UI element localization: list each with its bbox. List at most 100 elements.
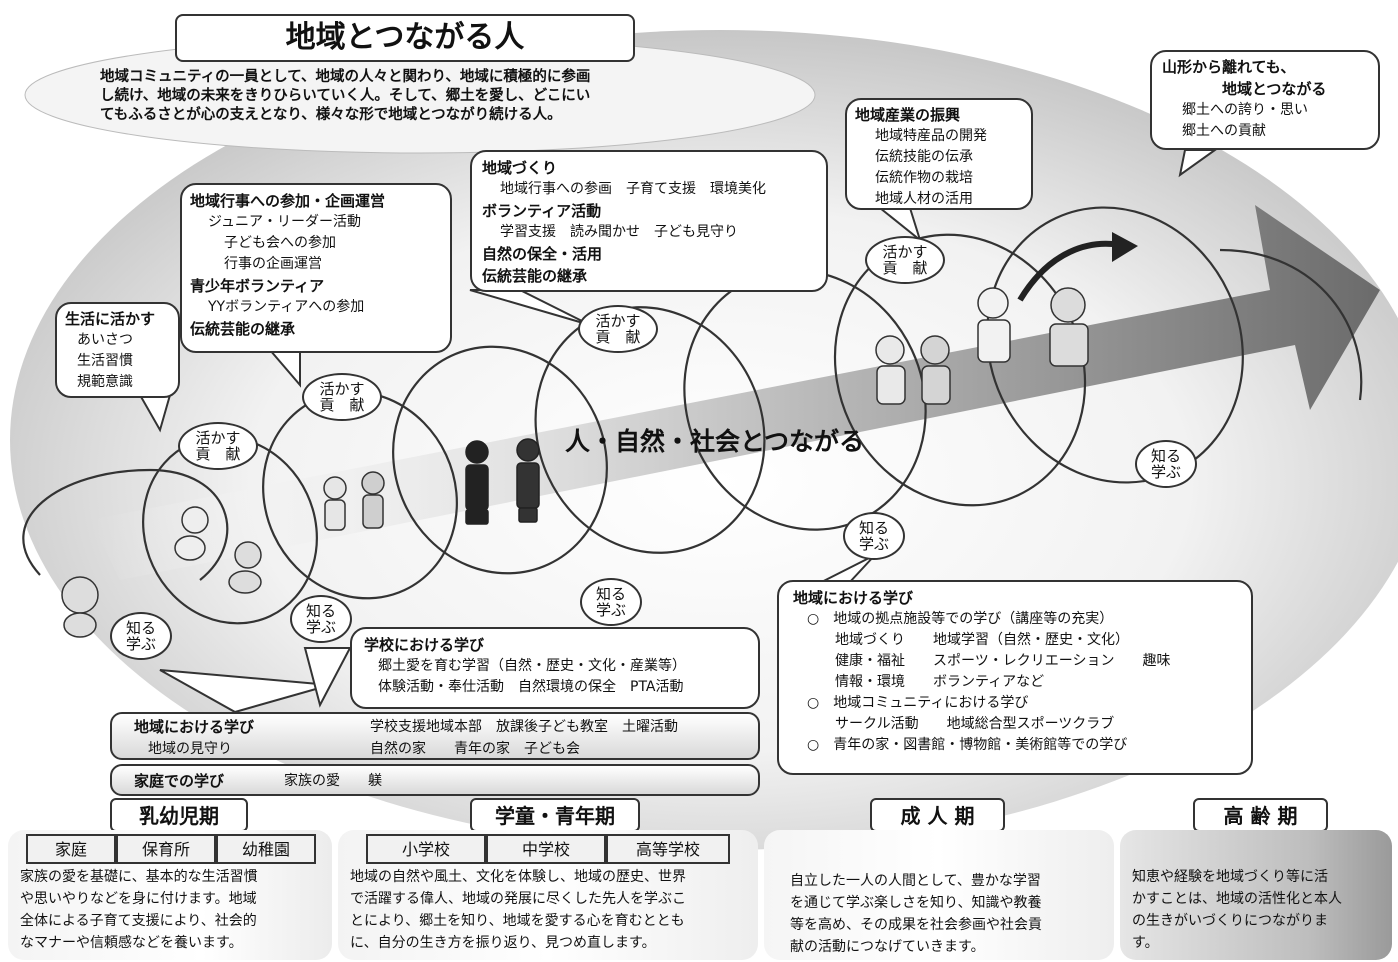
chiiki-band-right-2: 自然の家 青年の家 子ども会 [370, 741, 580, 757]
title-box: 地域とつながる人 [175, 14, 635, 62]
yamagata-tail [1178, 149, 1219, 178]
intro-line: てもふるさとが心の支えとなり、様々な形で地域とつながり続ける人。 [100, 107, 562, 123]
seikatsu-item: あいさつ [77, 332, 133, 348]
volunteer-heading: ボランティア活動 [482, 202, 602, 220]
shizen-heading: 自然の保全・活用 [482, 245, 603, 263]
chiiki-adult-item: 健康・福祉 スポーツ・レクリエーション 趣味 [807, 653, 1171, 669]
stage-text-line: 全体による子育て支援により、社会的 [20, 913, 257, 929]
katei-band-heading: 家庭での学び [134, 772, 225, 790]
shiru-pill: 知る 学ぶ [843, 512, 905, 560]
seishounen-heading: 青少年ボランティア [190, 277, 325, 295]
chiikizukuri-item: 地域行事への参画 子育て支援 環境美化 [500, 181, 766, 197]
katsukasu-label: 活かす [882, 243, 928, 261]
stage-text-line: 知恵や経験を地域づくり等に活 [1132, 869, 1328, 885]
shiru-pill: 知る 学ぶ [290, 595, 352, 643]
tab-koutougakkou: 高等学校 [606, 834, 730, 864]
center-text: 人・自然・社会とつながる [565, 427, 865, 456]
figure-student-2 [361, 471, 385, 529]
curved-arrow-head [1112, 232, 1138, 262]
intro-line: 地域コミュニティの一員として、地域の人々と関わり、地域に積極的に参画 [100, 69, 591, 85]
chiiki-band-heading: 地域における学び [134, 718, 255, 736]
chiikizukuri-bubble: 地域づくり 地域行事への参画 子育て支援 環境美化 ボランティア活動 学習支援 … [470, 150, 828, 292]
stage-text-line: なマナーや信頼感などを養います。 [20, 935, 243, 951]
shiru-pill: 知る 学ぶ [1135, 440, 1197, 488]
katei-band: 家庭での学び 家族の愛 躾 [110, 764, 760, 796]
gyouji-item: 行事の企画運営 [224, 256, 322, 272]
yamagata-heading-2: 地域とつながる [1222, 80, 1327, 98]
chiiki-adult-item: ○ 青年の家・図書館・博物館・美術館等での学び [807, 737, 1128, 753]
manabu-label: 学ぶ [595, 601, 626, 619]
stage-box-koureiki: 知恵や経験を地域づくり等に活 かすことは、地域の活性化と本人 の生きがいづくりに… [1120, 830, 1392, 960]
kouken-label: 貢 献 [319, 396, 365, 414]
yamagata-item: 郷土への誇り・思い [1182, 102, 1308, 118]
yamagata-bubble: 山形から離れても、 地域とつながる 郷土への誇り・思い 郷土への貢献 [1150, 50, 1380, 150]
stage-label-gakudou: 学童・青年期 [470, 798, 640, 832]
gyouji-bubble: 地域行事への参加・企画運営 ジュニア・リーダー活動 子ども会への参加 行事の企画… [180, 183, 452, 353]
sangyou-item: 地域人材の活用 [875, 191, 973, 207]
stage-text-line: で活躍する偉人、地域の発展に尽くした先人を学ぶこ [350, 891, 686, 907]
manabu-label: 学ぶ [1150, 463, 1181, 481]
sangyou-item: 地域特産品の開発 [875, 128, 987, 144]
stage-label-nyuuyouji: 乳幼児期 [110, 798, 248, 832]
dentou-heading: 伝統芸能の継承 [482, 267, 588, 285]
intro-text: 地域コミュニティの一員として、地域の人々と関わり、地域に積極的に参画 し続け、地… [100, 68, 590, 125]
sangyou-item: 伝統技能の伝承 [875, 149, 973, 165]
dentou-geinou-heading: 伝統芸能の継承 [190, 320, 296, 338]
chiiki-adult-bubble: 地域における学び ○ 地域の拠点施設等での学び（講座等の充実） 地域づくり 地域… [777, 580, 1253, 775]
shiru-label: 知る [125, 619, 156, 637]
stage-text-line: 自立した一人の人間として、豊かな学習 [790, 873, 1041, 889]
tab-youchien: 幼稚園 [216, 834, 316, 864]
shiru-pill: 知る 学ぶ [580, 578, 642, 626]
yamagata-heading-1: 山形から離れても、 [1162, 58, 1296, 76]
chiiki-adult-item: サークル活動 地域総合型スポーツクラブ [807, 716, 1115, 732]
seikatsu-item: 生活習慣 [77, 353, 133, 369]
sangyou-bubble: 地域産業の振興 地域特産品の開発 伝統技能の伝承 伝統作物の栽培 地域人材の活用 [845, 98, 1033, 210]
figure-adult-1 [875, 335, 906, 405]
curved-arrow [1017, 240, 1121, 302]
kouken-label: 貢 献 [195, 445, 241, 463]
gakkou-tail-1 [159, 669, 331, 714]
manabu-label: 学ぶ [125, 635, 156, 653]
manabu-label: 学ぶ [858, 535, 889, 553]
tab-hoikusho: 保育所 [116, 834, 216, 864]
shiru-label: 知る [305, 602, 336, 620]
figure-baby [61, 576, 99, 638]
stage-text-line: に、自分の生き方を振り返り、見つめ直します。 [350, 935, 656, 951]
gyouji-heading: 地域行事への参加・企画運営 [190, 192, 386, 210]
chiikizukuri-heading: 地域づくり [482, 159, 558, 177]
volunteer-item: 学習支援 読み聞かせ 子ども見守り [500, 224, 738, 240]
figure-senior-1 [977, 287, 1011, 363]
stage-text-line: 家族の愛を基礎に、基本的な生活習慣 [20, 869, 258, 885]
sangyou-item: 伝統作物の栽培 [875, 170, 973, 186]
katsukasu-pill: 活かす 貢 献 [178, 422, 258, 470]
chiiki-adult-item: ○ 地域の拠点施設等での学び（講座等の充実） [807, 611, 1114, 627]
stage-box-seijin: 自立した一人の人間として、豊かな学習 を通じて学ぶ楽しさを知り、知識や教養 等を… [764, 830, 1114, 960]
chiiki-adult-item: ○ 地域コミュニティにおける学び [807, 695, 1029, 711]
growth-arrow [90, 205, 1380, 580]
chiiki-band-right-1: 学校支援地域本部 放課後子ども教室 土曜活動 [370, 719, 678, 735]
gakkou-item: 体験活動・奉仕活動 自然環境の保全 PTA活動 [378, 679, 684, 695]
katsukasu-label: 活かす [595, 312, 641, 330]
stage-text-line: 地域の自然や風土、文化を体験し、地域の歴史、世界 [350, 869, 686, 885]
sangyou-heading: 地域産業の振興 [855, 106, 961, 124]
chiiki-adult-item: 情報・環境 ボランティアなど [807, 674, 1045, 690]
shiru-label: 知る [1150, 447, 1181, 465]
gakkou-heading: 学校における学び [364, 636, 485, 654]
shiru-label: 知る [595, 585, 626, 603]
chiiki-band: 地域における学び 地域の見守り 学校支援地域本部 放課後子ども教室 土曜活動 自… [110, 712, 760, 760]
gyouji-item: ジュニア・リーダー活動 [208, 214, 362, 230]
seikatsu-item: 規範意識 [77, 374, 133, 390]
kouken-label: 貢 献 [882, 259, 928, 277]
katsukasu-label: 活かす [319, 380, 365, 398]
gakkou-item: 郷土愛を育む学習（自然・歴史・文化・産業等） [378, 658, 686, 674]
katsukasu-pill: 活かす 貢 献 [302, 373, 382, 421]
tab-katei: 家庭 [26, 834, 116, 864]
stage-text-line: す。 [1132, 935, 1159, 951]
shiru-label: 知る [858, 519, 889, 537]
figure-teen-1 [465, 440, 489, 525]
yamagata-item: 郷土への貢献 [1182, 123, 1266, 139]
seikatsu-bubble: 生活に活かす あいさつ 生活習慣 規範意識 [55, 302, 180, 398]
katei-band-sub: 家族の愛 躾 [284, 773, 382, 789]
stage-text-line: を通じて学ぶ楽しさを知り、知識や教養 [790, 895, 1042, 911]
stage-text-line: とにより、郷土を知り、地域を愛する心を育むととも [350, 913, 685, 929]
